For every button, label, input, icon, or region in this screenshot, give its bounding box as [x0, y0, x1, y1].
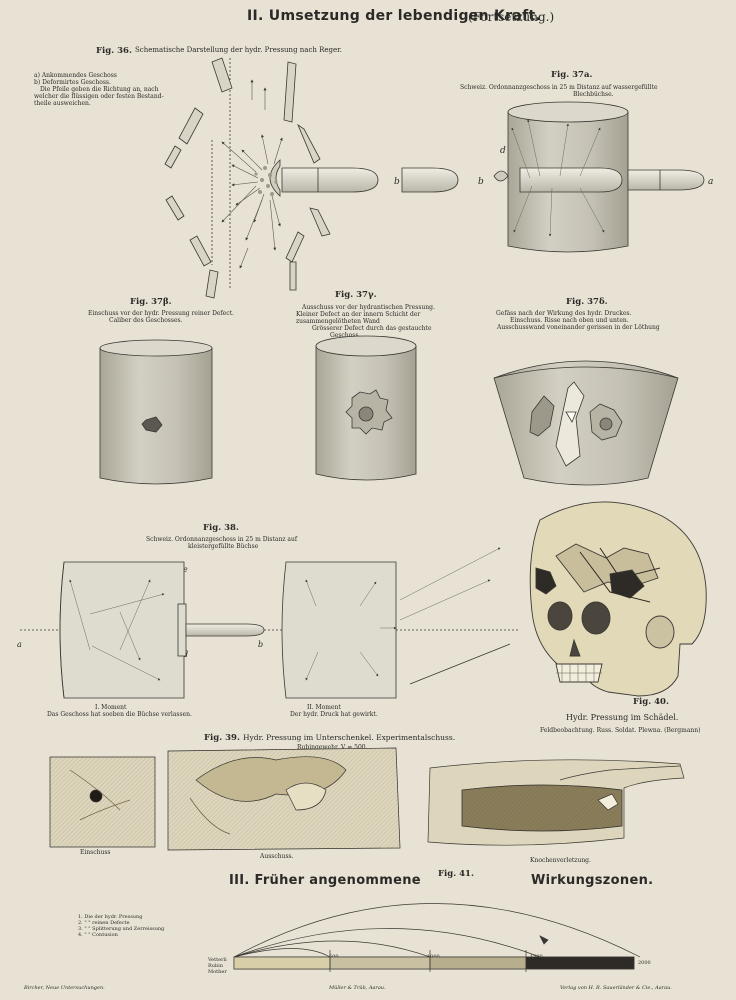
fig36-letter-b: b: [394, 177, 400, 187]
fig38-label: Fig. 38.: [203, 523, 239, 533]
fig37c-caption-3: zusammengelötheten Wand: [296, 318, 380, 325]
fig38-right-moment: II. Moment: [307, 704, 341, 711]
fig37a-caption-2: Blechbüchse.: [573, 91, 614, 98]
fig41-tick-2000: 2000: [638, 960, 651, 966]
fig37a-label: Fig. 37a.: [551, 70, 593, 80]
fig36-legend-e: theile ausweichen.: [34, 100, 91, 107]
fig38-letter-a: a: [17, 640, 22, 649]
fig37b-caption-1: Einschuss vor der hydr. Pressung reiner …: [88, 310, 234, 317]
fig40-label: Fig. 40.: [633, 697, 669, 707]
fig37d-caption-3: Ausschusswand voneinander gerissen in de…: [497, 324, 660, 331]
fig38-diagram: [20, 547, 520, 699]
fig38-left-caption: Das Geschoss hat soeben die Büchse verla…: [47, 711, 192, 718]
fig39-ausschuss-panel: [167, 747, 401, 851]
fig37c-caption-4: Grösserer Defect durch das gestauchte: [312, 325, 432, 332]
fig37d-label: Fig. 37δ.: [566, 297, 608, 307]
plate-title-continuation: (Fortsetzung.): [468, 10, 555, 24]
section3-title-left: III. Früher angenommene: [229, 873, 421, 888]
footer-left: Bircher, Neue Untersuchungen.: [24, 985, 105, 991]
fig37c-can: [315, 335, 417, 481]
fig37d-vessel: [493, 360, 679, 486]
fig37a-caption-1: Schweiz. Ordonnanzgeschoss in 25 m Dista…: [460, 84, 658, 91]
fig37b-label: Fig. 37β.: [130, 297, 172, 307]
plate-title: II. Umsetzung der lebendigen Kraft.: [247, 8, 542, 24]
fig39-einschuss-panel: [49, 756, 156, 848]
footer-center: Müller & Trüb, Aarau.: [329, 985, 386, 991]
footer-right: Verlag von H. R. Sauerländer & Cie., Aar…: [560, 985, 672, 991]
fig41-legend-3: 3. " " Splitterung und Zerreissung: [78, 926, 165, 932]
fig38-caption-1: Schweiz. Ordonnanzgeschoss in 25 m Dista…: [146, 536, 298, 543]
fig37b-can: [99, 339, 213, 485]
fig41-label: Fig. 41.: [438, 869, 474, 879]
fig41-legend-2: 2. " " reinen Defecte: [78, 920, 130, 926]
fig39-label: Fig. 39.: [204, 733, 240, 743]
fig37a-letter-d: d: [500, 146, 506, 156]
fig39-caption: Hydr. Pressung im Unterschenkel. Experim…: [243, 733, 456, 742]
fig41-rifle-vetterli: Vetterli: [208, 957, 227, 963]
fig40-note: Feldbeobachtung. Russ. Soldat. Plewna. (…: [540, 727, 701, 734]
fig38-letter-e: e: [183, 565, 188, 574]
fig37c-caption-1: Ausschuss vor der hydrantischen Pressung…: [302, 304, 435, 311]
fig38-right-caption: Der hydr. Druck hat gewirkt.: [290, 711, 378, 718]
fig39-sub: Rubingewehr. V = 500.: [297, 744, 368, 751]
fig37c-caption-5: Geschoss.: [330, 332, 361, 339]
fig39-panel-einschuss: Einschuss: [80, 849, 111, 856]
fig40-caption: Hydr. Pressung im Schädel.: [566, 713, 679, 722]
fig37c-caption-2: Kleiner Defect an der innern Schicht der: [296, 311, 421, 318]
fig37d-caption-1: Gefäss nach der Wirkung des hydr. Drucke…: [496, 310, 632, 317]
fig37a-can: [493, 101, 705, 253]
fig37c-label: Fig. 37γ.: [335, 290, 377, 300]
fig38-left-moment: I. Moment: [95, 704, 127, 711]
fig37d-caption-2: Einschuss. Risse nach oben und unten.: [510, 317, 629, 324]
fig37a-letter-b: b: [478, 177, 484, 187]
fig36-legend-c: Die Pfeile geben die Richtung an, nach: [40, 86, 159, 93]
fig36-legend-b: b) Deformirtes Geschoss.: [34, 79, 111, 86]
fig37a-letter-a: a: [708, 177, 714, 187]
fig38-caption-2: kleistergefüllte Büchse: [188, 543, 259, 550]
section3-title-right: Wirkungszonen.: [531, 873, 654, 888]
fig41-legend-4: 4. " " Contusion: [78, 932, 118, 938]
fig36-caption: Schematische Darstellung der hydr. Press…: [135, 46, 342, 54]
fig41-diagram: [233, 903, 641, 972]
fig36-legend-a: a) Ankommendes Geschoss: [34, 72, 117, 79]
fig39-panel-ausschuss: Ausschuss.: [260, 853, 294, 860]
fig39-knochen-panel: [427, 759, 685, 846]
skull-illustration: [529, 501, 707, 697]
fig41-rifle-rubin: Rubin: [208, 963, 224, 969]
fig38-letter-b: b: [258, 640, 264, 649]
fig39-panel-knochen: Knochenverletzung.: [530, 857, 591, 864]
fig37b-caption-2: Caliber des Geschosses.: [109, 317, 183, 324]
fig36-diagram: [164, 57, 459, 299]
fig36-legend-d: welcher die flüssigen oder festen Bestan…: [34, 93, 164, 100]
fig36-label: Fig. 36.: [96, 46, 132, 56]
fig41-rifle-mother: Mother: [208, 969, 227, 975]
fig41-legend-1: 1. Die der hydr. Pressung: [78, 914, 143, 920]
